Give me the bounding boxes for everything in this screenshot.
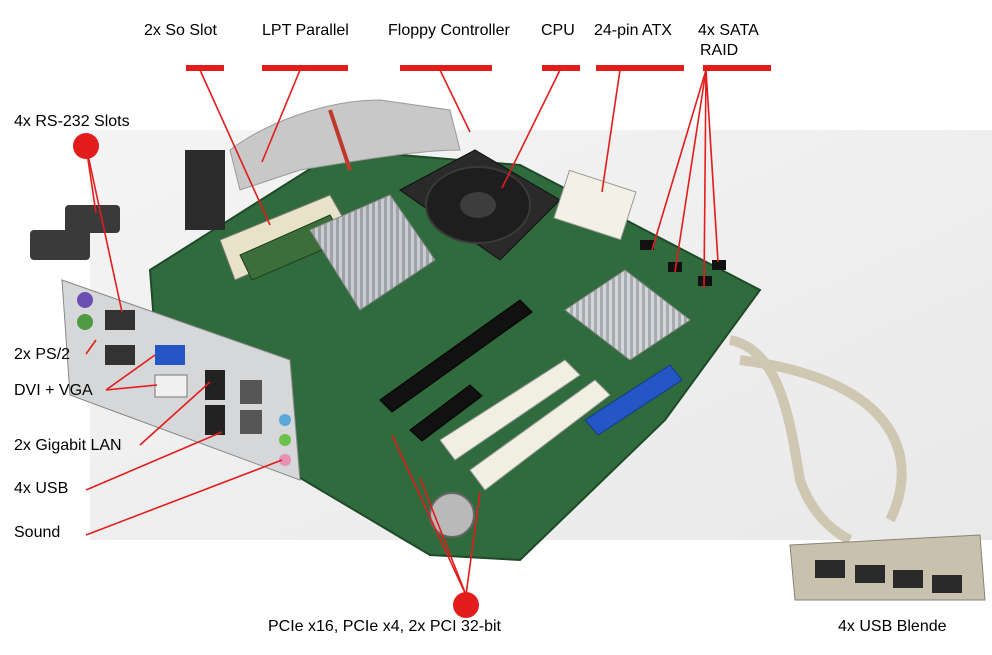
leader-slots bbox=[465, 491, 481, 596]
ribbon-cable bbox=[229, 99, 461, 191]
usb-cable bbox=[739, 355, 907, 523]
serial-port bbox=[30, 230, 90, 260]
label-bar-lpt bbox=[262, 65, 348, 71]
lan-port bbox=[240, 380, 262, 404]
label-usb: 4x USB bbox=[14, 480, 69, 497]
usb-port bbox=[205, 405, 225, 435]
leader-sata bbox=[703, 69, 707, 289]
label-sata-line1: 4x SATA bbox=[698, 22, 759, 39]
ps2-port bbox=[77, 314, 93, 330]
northbridge-heatsink bbox=[309, 194, 436, 311]
leader-sata bbox=[674, 69, 707, 273]
label-bar-atx bbox=[596, 65, 684, 71]
label-bar-so-slot bbox=[186, 65, 224, 71]
leader-floppy bbox=[439, 69, 471, 133]
lan-port bbox=[240, 410, 262, 434]
usb-port bbox=[205, 370, 225, 400]
leader-lpt bbox=[261, 69, 301, 163]
label-gigabit-lan: 2x Gigabit LAN bbox=[14, 437, 122, 454]
leader-cpu bbox=[501, 69, 561, 189]
lpt-bracket bbox=[185, 150, 225, 230]
marker-dot-slots bbox=[453, 592, 479, 618]
vga-port bbox=[155, 345, 185, 365]
annotation-leaders bbox=[85, 69, 719, 596]
pcie-x16-slot bbox=[379, 299, 533, 413]
label-lpt-parallel: LPT Parallel bbox=[262, 22, 349, 39]
label-bar-floppy bbox=[400, 65, 492, 71]
label-ps2: 2x PS/2 bbox=[14, 346, 71, 363]
label-bar-cpu bbox=[542, 65, 580, 71]
label-atx: 24-pin ATX bbox=[594, 22, 672, 39]
label-usb-blende: 4x USB Blende bbox=[838, 618, 947, 635]
ide-connector bbox=[584, 364, 683, 436]
marker-dot-rs232 bbox=[73, 133, 99, 159]
leader-ps2 bbox=[85, 339, 97, 355]
pci-slot bbox=[469, 379, 611, 491]
serial-port bbox=[65, 205, 120, 233]
leader-sound bbox=[85, 459, 283, 536]
leader-sata bbox=[651, 69, 707, 251]
audio-jack bbox=[279, 454, 291, 466]
leader-lan bbox=[139, 381, 211, 446]
usb-blende-port bbox=[855, 565, 885, 583]
label-rs232: 4x RS-232 Slots bbox=[14, 113, 130, 130]
ribbon-cable-stripe bbox=[328, 109, 352, 171]
usb-blende-port bbox=[893, 570, 923, 588]
label-expansion-slots: PCIe x16, PCIe x4, 2x PCI 32-bit bbox=[268, 618, 501, 635]
label-so-slot: 2x So Slot bbox=[144, 22, 217, 39]
sata-port bbox=[698, 276, 712, 286]
cpu-fan-hub bbox=[460, 192, 496, 218]
usb-blende-port bbox=[815, 560, 845, 578]
label-cpu: CPU bbox=[541, 22, 575, 39]
leader-slots bbox=[391, 434, 467, 596]
label-sata-line2: RAID bbox=[700, 42, 739, 59]
southbridge-heatsink bbox=[564, 269, 691, 361]
label-floppy-controller: Floppy Controller bbox=[388, 22, 510, 39]
leader-rs232 bbox=[85, 145, 123, 313]
label-bar-sata bbox=[703, 65, 771, 71]
pci-slot bbox=[439, 359, 581, 461]
audio-jack bbox=[279, 434, 291, 446]
leader-slots bbox=[419, 477, 467, 596]
leader-usb bbox=[85, 431, 223, 491]
dvi-port bbox=[154, 374, 188, 398]
leader-dvi-vga bbox=[105, 354, 156, 391]
leader-so-slot bbox=[199, 69, 271, 226]
serial-io-port bbox=[105, 345, 135, 365]
sata-port bbox=[712, 260, 726, 270]
leader-atx bbox=[601, 69, 621, 193]
leader-dvi-vga bbox=[105, 384, 158, 391]
cmos-battery bbox=[429, 492, 475, 538]
pcie-x4-slot bbox=[409, 384, 483, 442]
leader-sata bbox=[705, 69, 719, 263]
sata-port bbox=[640, 240, 654, 250]
atx-connector bbox=[553, 169, 637, 241]
label-sound: Sound bbox=[14, 524, 61, 541]
ps2-port bbox=[77, 292, 93, 308]
label-dvi-vga: DVI + VGA bbox=[14, 382, 93, 399]
usb-blende-port bbox=[932, 575, 962, 593]
audio-jack bbox=[279, 414, 291, 426]
serial-io-port bbox=[105, 310, 135, 330]
